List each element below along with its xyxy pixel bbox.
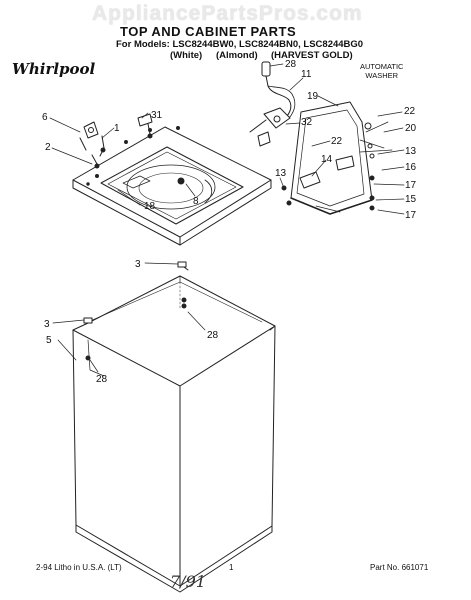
diagram-title: TOP AND CABINET PARTS	[120, 24, 297, 39]
callout-18: 18	[144, 201, 156, 212]
callout-2: 2	[45, 142, 51, 153]
callout-19: 19	[307, 91, 319, 102]
lid-panel	[281, 101, 393, 215]
watermark: AppliancePartsPros.com	[92, 2, 363, 25]
color-harvest-gold: (HARVEST GOLD)	[271, 50, 353, 61]
product-type: AUTOMATIC WASHER	[360, 62, 403, 80]
callout-22-a: 22	[404, 106, 416, 117]
wire-harness	[249, 61, 296, 147]
leader-lines	[49, 63, 405, 373]
handwritten-note: 7/91	[170, 572, 206, 591]
callout-16: 16	[405, 162, 417, 173]
color-almond: (Almond)	[216, 50, 258, 61]
callout-15: 15	[405, 194, 417, 205]
callout-3-b: 3	[44, 319, 50, 330]
lid-hinge-parts	[79, 113, 153, 169]
callout-13-a: 13	[405, 146, 417, 157]
callout-28-a: 28	[285, 59, 297, 70]
callout-3-a: 3	[135, 259, 141, 270]
callout-1: 1	[114, 123, 120, 134]
brand-logo: Whirlpool	[12, 60, 96, 78]
color-white: (White)	[170, 50, 203, 61]
product-line-1: AUTOMATIC	[360, 62, 404, 71]
callout-13-b: 13	[275, 168, 287, 179]
callout-17-a: 17	[405, 180, 417, 191]
callout-28-c: 28	[96, 374, 108, 385]
callout-11: 11	[301, 69, 312, 80]
callout-17-b: 17	[405, 210, 417, 221]
product-line-2: WASHER	[365, 71, 399, 80]
callout-20: 20	[405, 123, 417, 134]
washer-top-lid	[72, 126, 272, 246]
callout-6: 6	[42, 112, 48, 123]
washer-cabinet	[72, 261, 276, 593]
models-line: For Models: LSC8244BW0, LSC8244BN0, LSC8…	[116, 39, 364, 50]
footer-litho: 2-94 Litho in U.S.A. (LT)	[36, 563, 122, 572]
callout-28-b: 28	[207, 330, 219, 341]
callout-32: 32	[301, 117, 313, 128]
callout-5: 5	[46, 335, 52, 346]
callout-labels: 28 11 19 22 20 31 6 1 32 22 13 16 2 14 1…	[42, 59, 417, 385]
callout-31: 31	[151, 110, 163, 121]
footer-page-number: 1	[229, 563, 234, 572]
callout-22-b: 22	[331, 136, 343, 147]
footer-part-number: Part No. 661071	[370, 563, 429, 572]
callout-14: 14	[321, 154, 333, 165]
callout-8: 8	[193, 196, 199, 207]
